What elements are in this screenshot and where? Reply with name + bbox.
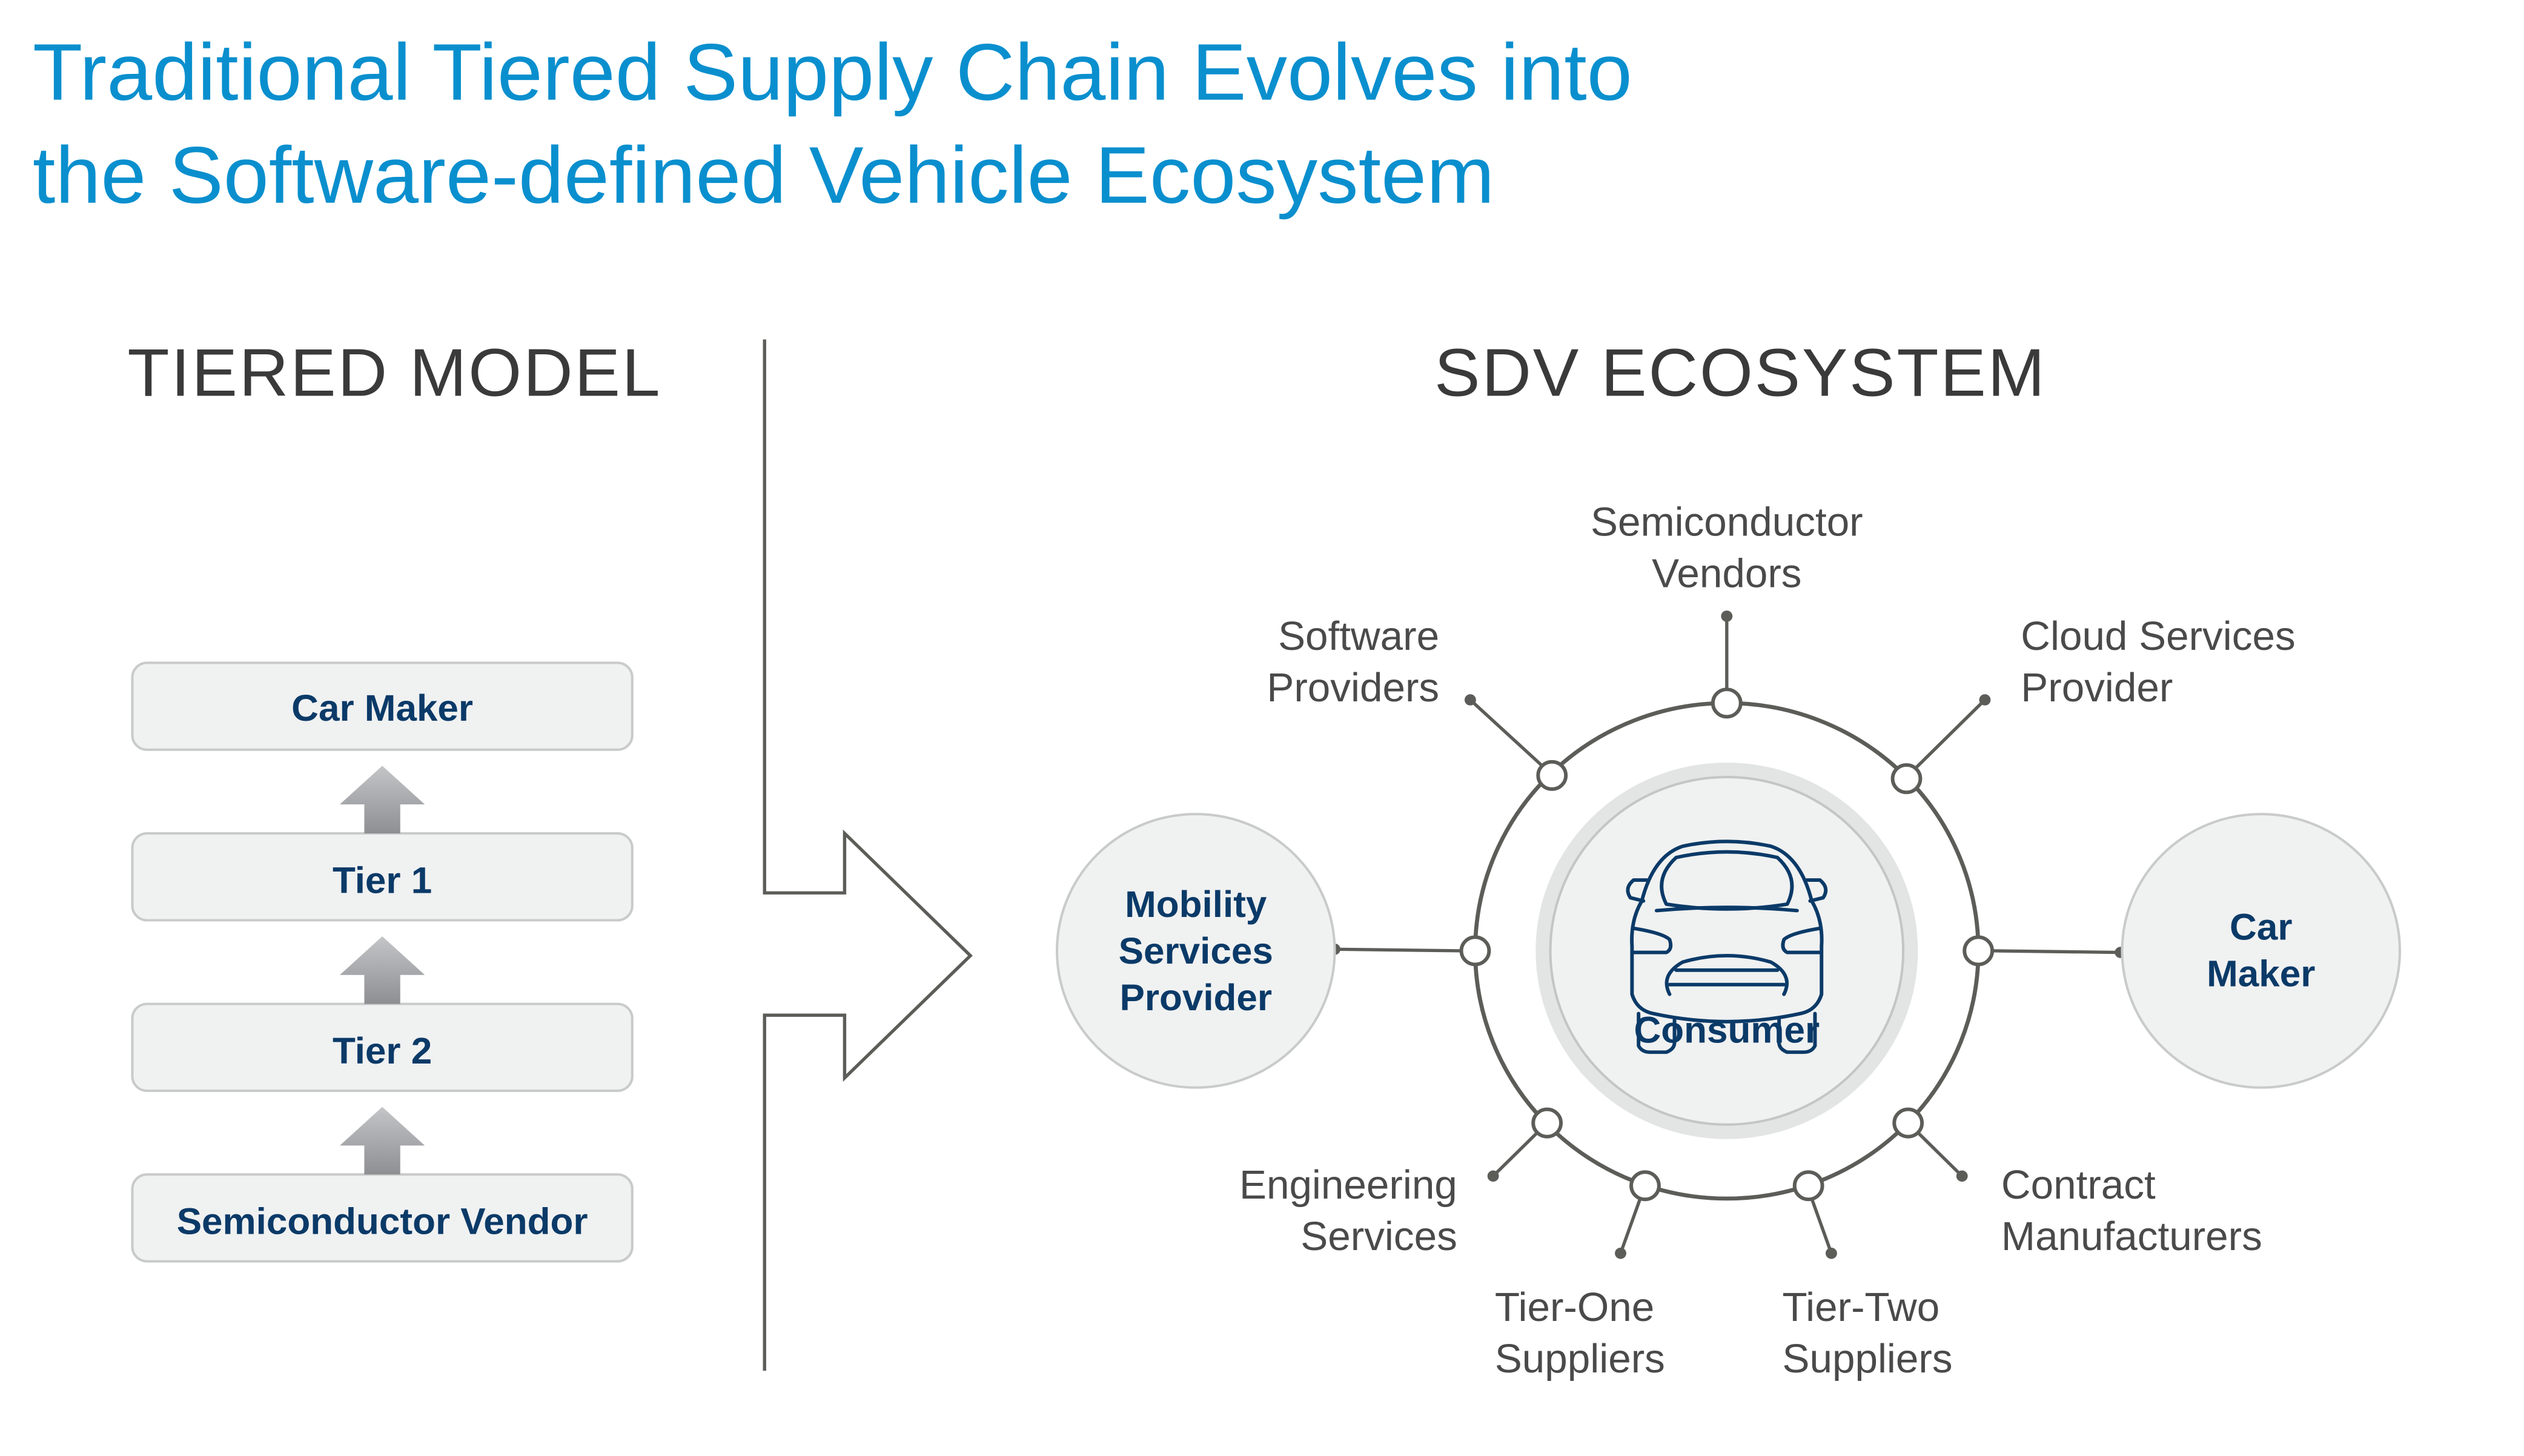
node-label-cloud-services-provider: Provider <box>2021 666 2173 710</box>
title-line-1: Traditional Tiered Supply Chain Evolves … <box>33 28 1632 117</box>
node-label-tier-two-suppliers: Suppliers <box>1783 1336 1953 1381</box>
connector-line <box>1334 947 1461 953</box>
node-label-tier-one-suppliers: Tier-One <box>1495 1285 1654 1329</box>
transition-arrow-icon <box>763 339 973 1371</box>
tier-box-semiconductor-vendor: Semiconductor Vendor <box>131 1173 634 1263</box>
tier-box-label: Tier 1 <box>333 860 432 901</box>
tier-box-tier-1: Tier 1 <box>131 832 634 922</box>
node-label-software-providers: Software <box>1278 614 1439 659</box>
node-label-contract-manufacturers: Manufacturers <box>2001 1214 2262 1259</box>
mobility-services-provider-circle <box>1055 813 1336 1089</box>
node-label-tier-two-suppliers: Tier-Two <box>1783 1285 1940 1329</box>
mobility-label-line: Mobility <box>1125 884 1267 925</box>
car-maker-circle <box>2121 813 2402 1089</box>
up-arrow-icon <box>339 1107 425 1175</box>
tier-box-car-maker: Car Maker <box>131 661 634 751</box>
car-maker-label-line: Maker <box>2207 953 2315 994</box>
node-label-tier-one-suppliers: Suppliers <box>1495 1336 1665 1381</box>
node-label-software-providers: Providers <box>1267 666 1439 710</box>
node-label-engineering-services: Services <box>1300 1214 1457 1259</box>
car-icon <box>1626 839 1828 1054</box>
connector-line <box>1993 949 2121 955</box>
sdv-ecosystem-heading: SDV ECOSYSTEM <box>1434 334 2047 410</box>
tier-box-tier-2: Tier 2 <box>131 1002 634 1092</box>
ring-nodes <box>1459 687 1995 1202</box>
up-arrow-icon <box>339 766 425 833</box>
tier-box-label: Tier 2 <box>333 1030 432 1071</box>
title-line-2: the Software-defined Vehicle Ecosystem <box>33 131 1494 220</box>
spokes <box>1469 616 1986 1254</box>
node-label-cloud-services-provider: Cloud Services <box>2021 614 2295 659</box>
spoke-end-dots <box>1464 611 1991 1259</box>
consumer-circle <box>1549 776 1905 1126</box>
node-label-semiconductor-vendors: Vendors <box>1652 551 1801 596</box>
car-maker-label-line: Car <box>2230 907 2292 948</box>
consumer-label: Consumer <box>1634 1010 1820 1051</box>
tiered-model-heading: TIERED MODEL <box>127 334 661 410</box>
node-label-engineering-services: Engineering <box>1239 1162 1457 1207</box>
tier-box-label: Car Maker <box>291 687 473 729</box>
up-arrow-icon <box>339 936 425 1004</box>
node-label-contract-manufacturers: Contract <box>2001 1162 2156 1207</box>
mobility-label-line: Provider <box>1119 978 1272 1019</box>
mobility-label-line: Services <box>1119 931 1273 972</box>
node-label-semiconductor-vendors: Semiconductor <box>1591 500 1863 544</box>
tier-box-label: Semiconductor Vendor <box>177 1201 588 1242</box>
